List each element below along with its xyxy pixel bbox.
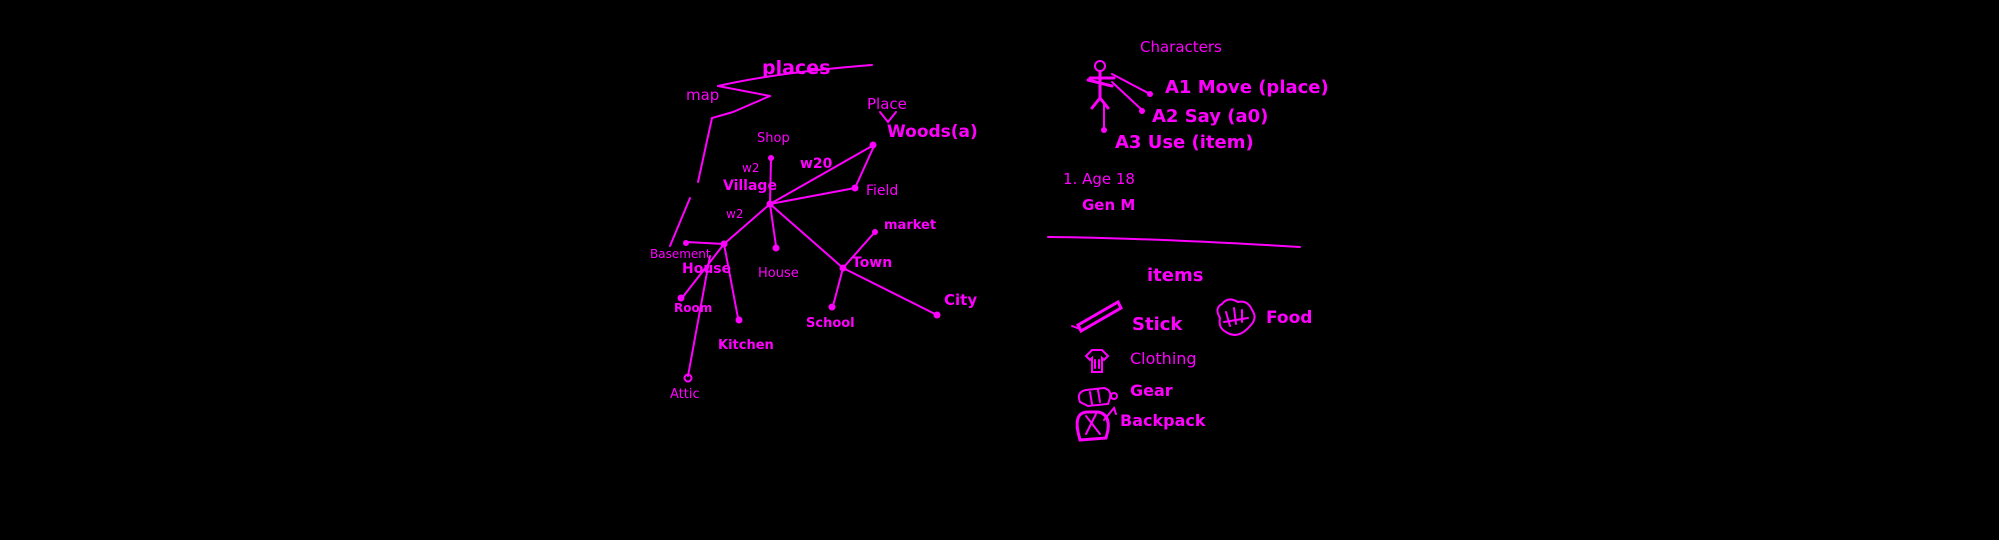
stick-figure-icon	[1086, 60, 1116, 110]
items-title: items	[1147, 265, 1203, 286]
section-divider	[1047, 236, 1301, 248]
action-dot-1	[1147, 91, 1153, 97]
node-city	[933, 311, 941, 319]
label-attic: Attic	[670, 387, 700, 402]
gear-icon	[1077, 386, 1118, 408]
action-use: A3 Use (item)	[1115, 132, 1254, 153]
edge-label-w2-mid: w2	[726, 207, 743, 221]
label-room: Room	[674, 301, 712, 315]
action-dot-2	[1139, 108, 1145, 114]
place-labels: Woods(a) Shop Village Field market Town …	[650, 122, 978, 402]
stick-icon	[1071, 299, 1123, 334]
places-title: places	[762, 57, 830, 79]
node-school	[828, 303, 836, 311]
action-connectors	[1103, 73, 1151, 129]
label-house-top: House	[758, 266, 799, 281]
node-woods	[869, 141, 877, 149]
node-market	[872, 229, 878, 235]
map-label: map	[686, 86, 719, 104]
action-say: A2 Say (a0)	[1152, 106, 1268, 127]
node-field	[851, 184, 859, 192]
node-house	[720, 240, 728, 248]
place-edges	[681, 145, 936, 377]
edge-label-w2-top: w2	[742, 161, 759, 175]
label-village: Village	[723, 178, 777, 194]
characters-section: Characters A1 Move (place) A2 Say (a0) A…	[1063, 38, 1329, 214]
node-village	[766, 200, 774, 208]
item-backpack: Backpack	[1120, 411, 1206, 430]
label-kitchen: Kitchen	[718, 338, 774, 353]
map-bracket	[669, 85, 771, 247]
place-nodes	[677, 141, 941, 383]
attribute-age: 1. Age 18	[1063, 170, 1135, 188]
node-room	[677, 294, 685, 302]
clothing-icon	[1084, 349, 1110, 373]
node-house-top	[772, 244, 780, 252]
action-dot-3	[1101, 127, 1107, 133]
items-section: items Stick Food Clothing Gear	[1071, 265, 1312, 442]
node-shop	[768, 155, 774, 161]
item-food: Food	[1266, 308, 1312, 328]
edge-label-w20: w20	[800, 156, 833, 172]
place-label: Place	[867, 95, 907, 113]
label-house: House	[682, 261, 731, 277]
item-stick: Stick	[1132, 314, 1183, 335]
label-market: market	[884, 218, 936, 233]
item-clothing: Clothing	[1130, 349, 1197, 368]
label-city: City	[944, 291, 977, 309]
node-basement	[683, 240, 689, 246]
label-shop: Shop	[757, 131, 790, 146]
node-town	[839, 264, 847, 272]
item-gear: Gear	[1130, 381, 1173, 400]
label-woods: Woods(a)	[887, 122, 978, 142]
label-basement: Basement	[650, 247, 711, 261]
action-move: A1 Move (place)	[1165, 77, 1329, 98]
node-kitchen	[735, 316, 743, 324]
place-arrow	[879, 111, 897, 124]
backpack-icon	[1075, 405, 1117, 442]
characters-title: Characters	[1140, 38, 1222, 56]
attribute-gender: Gen M	[1082, 196, 1135, 214]
label-school: School	[806, 316, 855, 331]
label-town: Town	[852, 255, 892, 271]
food-icon	[1216, 298, 1256, 336]
places-title-underline	[717, 64, 873, 87]
node-attic	[683, 373, 693, 383]
label-field: Field	[866, 183, 898, 199]
places-section: places map Place	[650, 57, 978, 402]
